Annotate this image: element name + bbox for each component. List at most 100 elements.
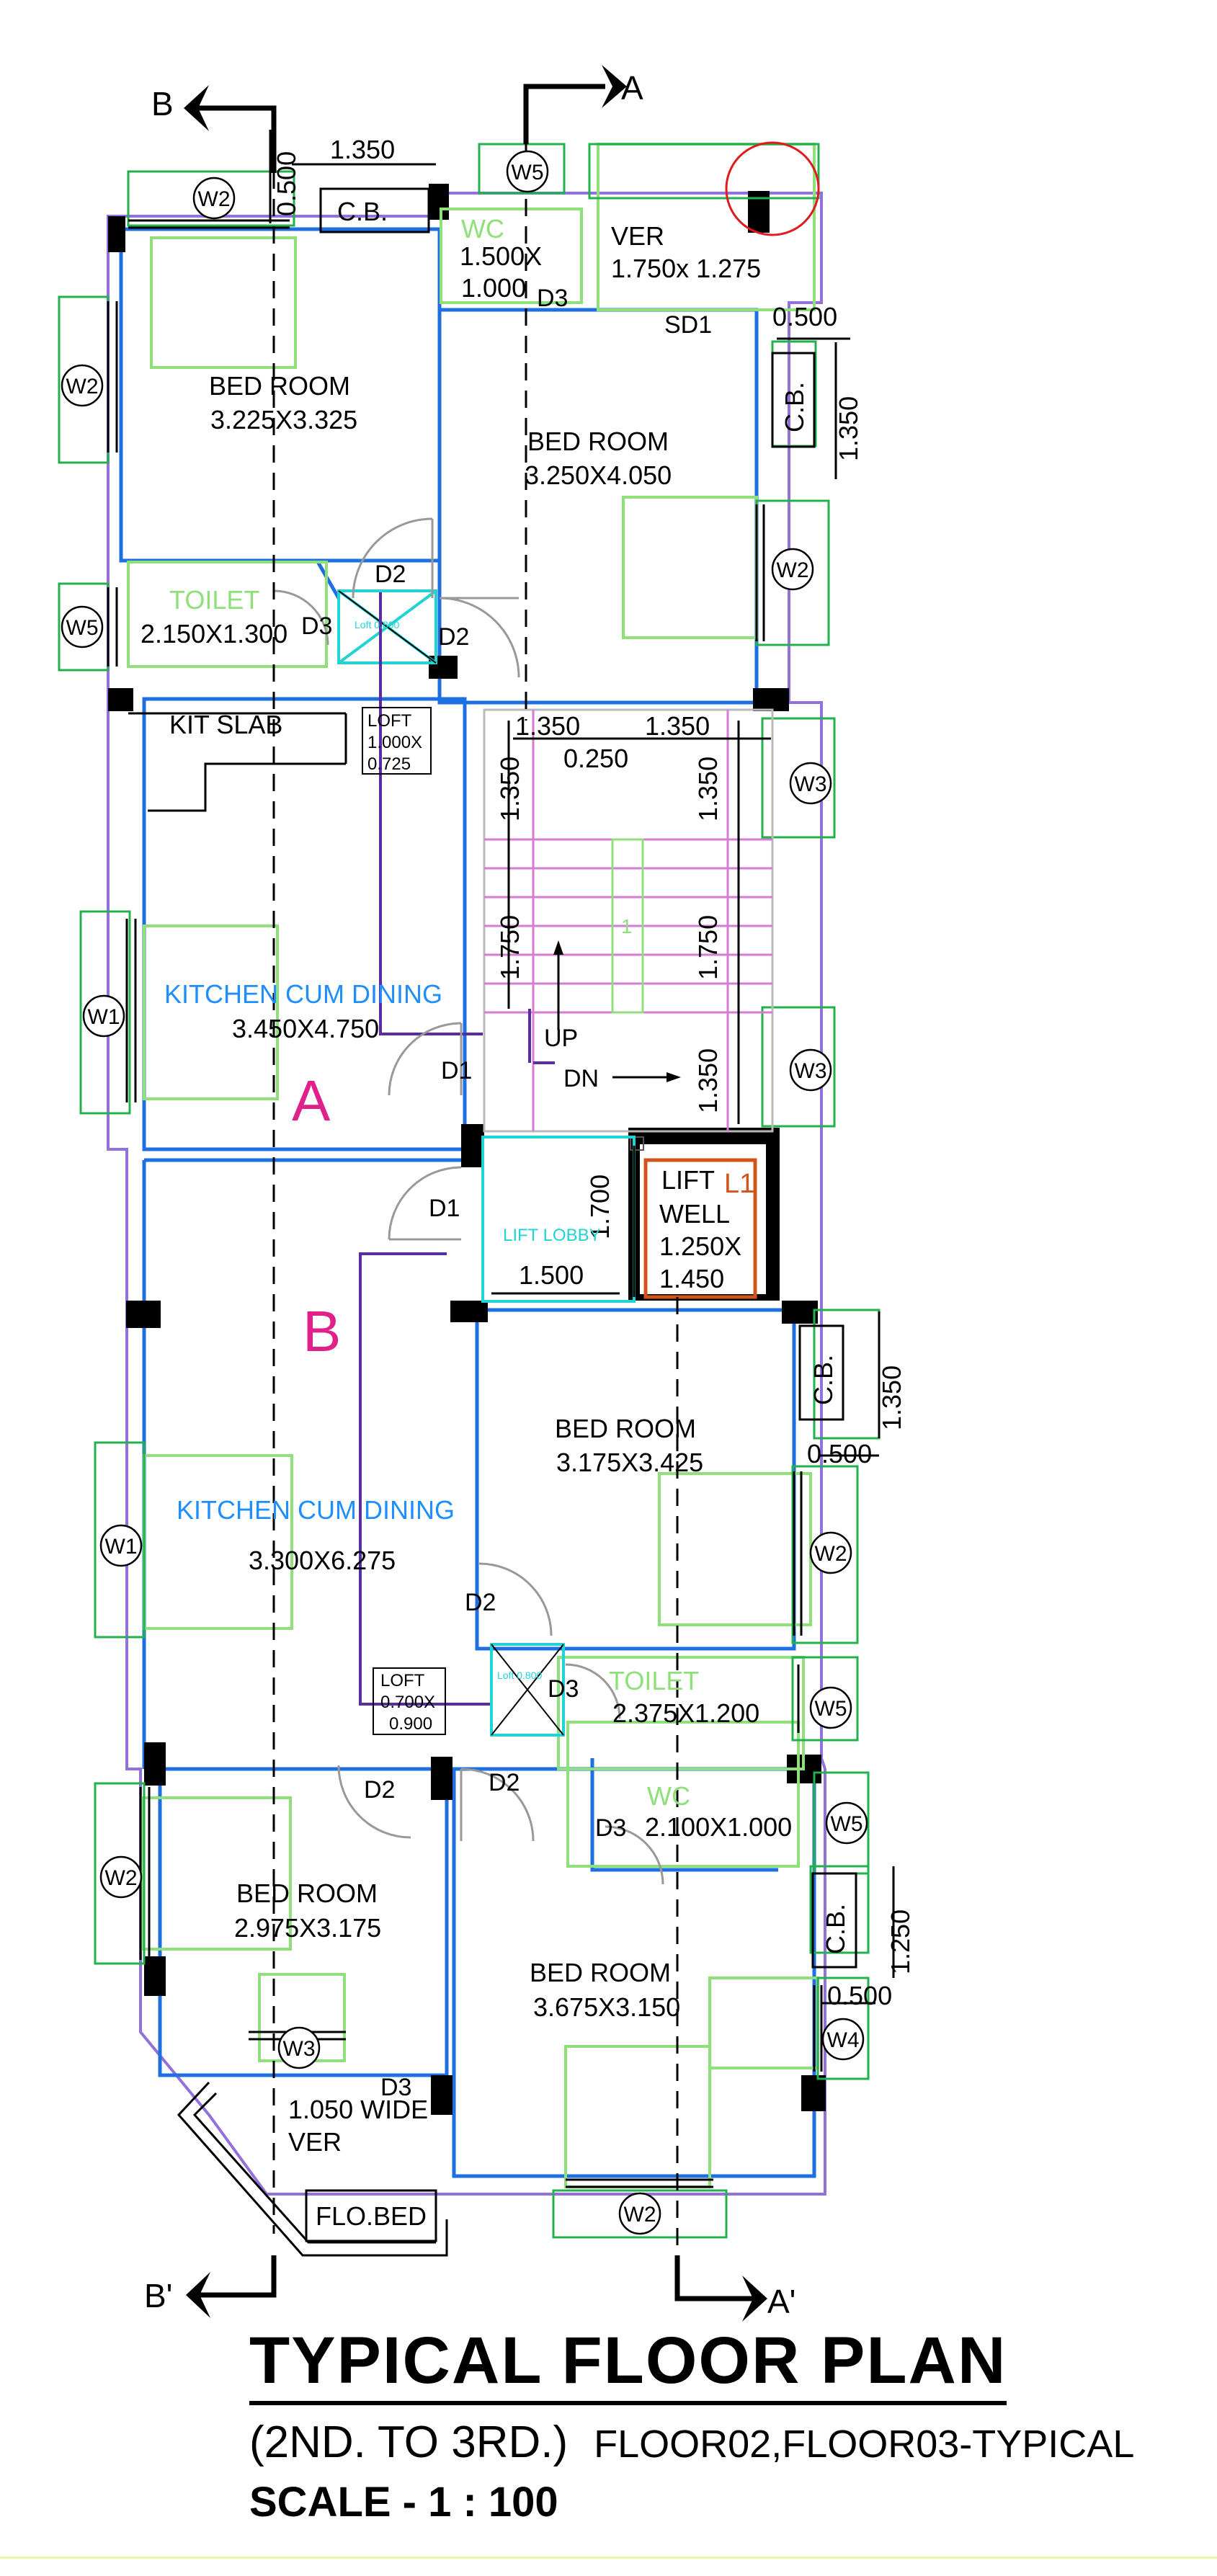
bed-mr-name: BED ROOM <box>555 1414 696 1443</box>
window-tag-labels: W2 W5 W2 W5 W2 W3 W3 W1 W1 W2 W5 W5 W2 W… <box>66 161 863 2227</box>
ver-top-name: VER <box>611 221 664 251</box>
stair-dn: DN <box>563 1065 599 1092</box>
door-swings <box>273 517 664 1885</box>
bottom-rule <box>0 2557 1217 2559</box>
bed-tr-size: 3.250X4.050 <box>525 460 672 490</box>
door-d3-a: D3 <box>537 285 568 312</box>
lift-well-3: 1.250X <box>659 1231 741 1261</box>
window-tag-w2-d: W2 <box>815 1542 847 1566</box>
dim-top-1350: 1.350 <box>330 135 395 164</box>
toilet-top-size: 2.150X1.300 <box>141 619 287 649</box>
stair-up: UP <box>544 1025 578 1052</box>
door-d1-a: D1 <box>441 1057 472 1084</box>
kitchen-b-name: KITCHEN CUM DINING <box>177 1495 455 1525</box>
lift-well-1: LIFT <box>661 1165 715 1195</box>
dim-stair-0250: 0.250 <box>563 744 628 773</box>
dim-stair-v1350-a: 1.350 <box>495 757 525 821</box>
floors-label: FLOOR02,FLOOR03-TYPICAL <box>594 2423 1135 2466</box>
loft-b-3: 0.900 <box>389 1714 432 1734</box>
bottom-veranda <box>177 2081 448 2257</box>
outer-outline <box>107 192 826 2196</box>
cb-boxes <box>319 187 857 1969</box>
dim-stair-v1750-a: 1.750 <box>495 915 525 980</box>
room-labels: BED ROOM 3.225X3.325 BED ROOM 3.250X4.05… <box>141 221 792 2231</box>
lift-well-2: WELL <box>659 1199 730 1229</box>
bed-tl-size: 3.225X3.325 <box>210 405 357 434</box>
bed-br-size: 3.675X3.150 <box>533 1992 680 2022</box>
door-d2-a: D2 <box>375 561 406 588</box>
loft-b-2: 0.700X <box>380 1693 435 1712</box>
section-arrowheads <box>184 65 767 2322</box>
lift-door-marker <box>630 1136 644 1151</box>
flat-a-label: A <box>292 1069 331 1133</box>
bed-br-name: BED ROOM <box>530 1958 671 1987</box>
wc-b-size: 2.100X1.000 <box>645 1812 792 1842</box>
window-tag-w2-c: W2 <box>777 558 809 582</box>
door-d2-d: D2 <box>364 1776 395 1804</box>
loft-b-1: LOFT <box>380 1671 425 1690</box>
loft-small-a: Loft 0.800 <box>355 619 399 630</box>
window-tag-w5-d: W5 <box>831 1812 863 1836</box>
dim-right-1350: 1.350 <box>834 396 863 461</box>
ver-bot-1: 1.050 WIDE <box>288 2095 428 2124</box>
dim-lobby-1500: 1.500 <box>519 1260 584 1290</box>
toilet-top-name: TOILET <box>169 585 259 615</box>
bed-bl-name: BED ROOM <box>236 1878 378 1908</box>
lift-lobby-label: LIFT LOBBY <box>503 1226 601 1245</box>
window-tag-w2-e: W2 <box>105 1866 138 1890</box>
cb-label-bottom: C.B. <box>821 1904 850 1954</box>
window-tag-w5-a: W5 <box>512 161 544 184</box>
ver-top-size: 1.750x 1.275 <box>611 254 761 283</box>
dim-stair-v1750-b: 1.750 <box>693 915 723 980</box>
flat-b-label: B <box>303 1299 341 1363</box>
dim-right-0500: 0.500 <box>772 302 837 331</box>
door-d2-c: D2 <box>465 1589 496 1616</box>
green-overlays <box>127 143 819 2188</box>
dim-top-0500: 0.500 <box>272 151 301 216</box>
loft-boxes <box>362 707 446 1735</box>
window-tag-w3-c: W3 <box>283 2037 316 2061</box>
drawing-subtitle: (2ND. TO 3RD.)FLOOR02,FLOOR03-TYPICAL <box>249 2417 1215 2468</box>
window-tag-w1-a: W1 <box>88 1005 120 1029</box>
dim-mid-1350: 1.350 <box>877 1365 906 1430</box>
wc-b-name: WC <box>647 1781 690 1811</box>
window-tag-w3-a: W3 <box>795 772 827 796</box>
flo-bed: FLO.BED <box>316 2201 427 2231</box>
kit-slab: KIT SLAB <box>169 710 282 739</box>
toilet-b-name: TOILET <box>609 1666 699 1695</box>
section-a-top: A <box>621 69 643 107</box>
dimension-lines <box>269 130 895 2005</box>
cb-label-right: C.B. <box>780 382 809 432</box>
section-a-bottom: A' <box>767 2283 795 2320</box>
dimension-labels: 1.350 0.500 0.500 1.350 1.350 1.350 0.25… <box>272 135 915 2010</box>
staircase <box>483 708 774 1133</box>
dim-bot-0500: 0.500 <box>827 1981 892 2010</box>
dim-stair-1350-b: 1.350 <box>645 711 710 741</box>
dim-bot-1250: 1.250 <box>886 1909 915 1974</box>
door-d3-d: D3 <box>595 1814 626 1842</box>
door-d1-b: D1 <box>429 1195 460 1222</box>
lift-well-4: 1.450 <box>659 1264 724 1293</box>
dim-stair-v1350-b: 1.350 <box>693 757 723 821</box>
drawing-title: TYPICAL FLOOR PLAN <box>249 2327 1007 2405</box>
title-block: TYPICAL FLOOR PLAN (2ND. TO 3RD.)FLOOR02… <box>249 2327 1215 2526</box>
dim-stair-1350-a: 1.350 <box>515 711 580 741</box>
pipes <box>359 592 555 1706</box>
loft-small-b: Loft 0.800 <box>497 1670 542 1681</box>
section-lines <box>272 144 679 2270</box>
door-d3-e: D3 <box>380 2074 411 2101</box>
window-tag-w2-a: W2 <box>198 187 231 211</box>
section-b-top: B <box>151 85 174 122</box>
loft-a-2: 1.000X <box>367 733 422 752</box>
section-markers <box>195 84 753 2301</box>
window-tag-w1-b: W1 <box>105 1535 138 1559</box>
wc-top-size-2: 1.000 <box>461 273 526 303</box>
loft-a-1: LOFT <box>367 711 412 731</box>
loft-a-3: 0.725 <box>367 754 411 774</box>
cb-label-top: C.B. <box>337 197 388 226</box>
window-tags <box>61 150 868 2235</box>
dim-mid-0500: 0.500 <box>807 1439 872 1469</box>
window-tag-w4: W4 <box>827 2028 860 2052</box>
door-sd1: SD1 <box>664 311 712 339</box>
